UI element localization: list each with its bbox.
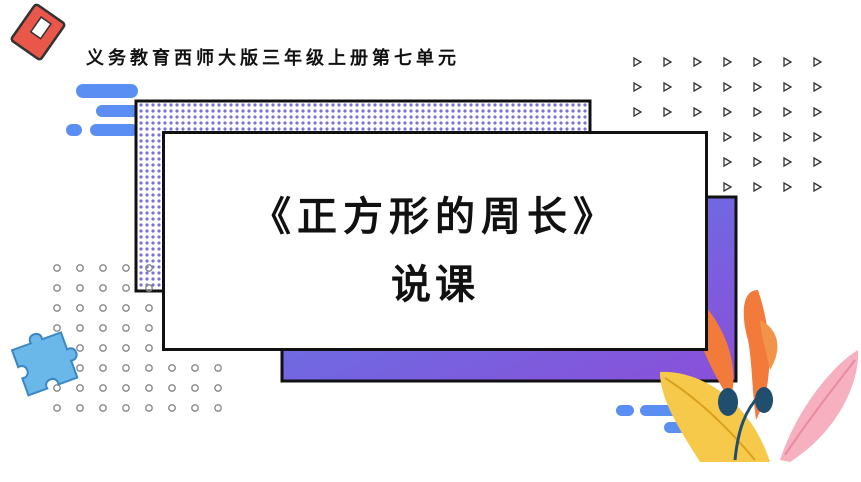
- circle-mark: [76, 364, 84, 372]
- triangle-mark: [663, 106, 673, 118]
- circle-mark: [76, 384, 84, 392]
- circle-mark: [168, 384, 176, 392]
- circle-mark: [122, 304, 130, 312]
- triangle-mark: [813, 81, 823, 93]
- triangle-mark: [783, 106, 793, 118]
- circle-mark: [122, 364, 130, 372]
- circle-mark: [191, 364, 199, 372]
- circle-mark: [53, 264, 61, 272]
- circle-mark: [145, 384, 153, 392]
- triangle-mark: [813, 156, 823, 168]
- triangle-mark: [753, 81, 763, 93]
- circle-mark: [122, 284, 130, 292]
- puzzle-piece-icon: [10, 331, 79, 397]
- circle-mark: [53, 324, 61, 332]
- triangle-mark: [783, 56, 793, 68]
- triangle-mark: [633, 56, 643, 68]
- triangle-mark: [693, 81, 703, 93]
- circle-mark: [99, 264, 107, 272]
- triangle-mark: [783, 181, 793, 193]
- book-icon: [10, 3, 66, 61]
- triangle-mark: [813, 56, 823, 68]
- circle-mark: [99, 364, 107, 372]
- circle-mark: [99, 304, 107, 312]
- triangle-mark: [663, 81, 673, 93]
- circle-mark: [76, 324, 84, 332]
- circle-mark: [168, 404, 176, 412]
- circle-mark: [99, 284, 107, 292]
- circle-mark: [99, 324, 107, 332]
- triangle-mark: [723, 56, 733, 68]
- circle-mark: [145, 344, 153, 352]
- circle-mark: [191, 404, 199, 412]
- blue-streaks-left: [66, 84, 140, 136]
- triangle-mark: [723, 106, 733, 118]
- circle-mark: [53, 284, 61, 292]
- circle-mark: [122, 264, 130, 272]
- triangle-mark: [723, 156, 733, 168]
- triangle-mark: [813, 131, 823, 143]
- title-card: 《正方形的周长》 说课: [162, 131, 708, 351]
- circle-mark: [214, 404, 222, 412]
- slide-title-secondary: 说课: [391, 262, 479, 308]
- triangle-mark: [753, 56, 763, 68]
- circle-mark: [76, 264, 84, 272]
- triangle-mark: [693, 56, 703, 68]
- circle-mark: [145, 304, 153, 312]
- circle-mark: [76, 304, 84, 312]
- circle-mark: [145, 264, 153, 272]
- circle-mark: [122, 344, 130, 352]
- circle-mark: [214, 364, 222, 372]
- triangle-mark: [663, 56, 673, 68]
- circle-mark: [53, 384, 61, 392]
- triangle-mark: [723, 81, 733, 93]
- slide-subtitle: 义务教育西师大版三年级上册第七单元: [86, 48, 460, 69]
- slide-title: 《正方形的周长》: [251, 193, 619, 240]
- triangle-mark: [633, 81, 643, 93]
- circle-mark: [214, 384, 222, 392]
- circle-mark: [145, 404, 153, 412]
- triangle-mark: [753, 181, 763, 193]
- circle-mark: [145, 284, 153, 292]
- circle-mark: [76, 344, 84, 352]
- circle-mark: [53, 304, 61, 312]
- circle-mark: [122, 384, 130, 392]
- triangle-mark: [633, 106, 643, 118]
- circle-mark: [191, 384, 199, 392]
- triangle-mark: [753, 156, 763, 168]
- triangle-mark: [723, 131, 733, 143]
- circle-mark: [145, 364, 153, 372]
- circle-mark: [76, 284, 84, 292]
- triangle-mark: [813, 181, 823, 193]
- triangle-mark: [783, 131, 793, 143]
- triangle-mark: [753, 106, 763, 118]
- triangle-mark: [723, 181, 733, 193]
- circle-mark: [145, 324, 153, 332]
- triangle-mark: [813, 106, 823, 118]
- circle-mark: [99, 404, 107, 412]
- circle-mark: [53, 404, 61, 412]
- circle-mark: [99, 384, 107, 392]
- triangle-mark: [753, 131, 763, 143]
- triangle-mark: [693, 106, 703, 118]
- circle-mark: [99, 344, 107, 352]
- circle-mark: [168, 364, 176, 372]
- triangle-mark: [783, 156, 793, 168]
- circle-mark: [122, 324, 130, 332]
- circle-mark: [122, 404, 130, 412]
- circle-mark: [76, 404, 84, 412]
- triangle-mark: [783, 81, 793, 93]
